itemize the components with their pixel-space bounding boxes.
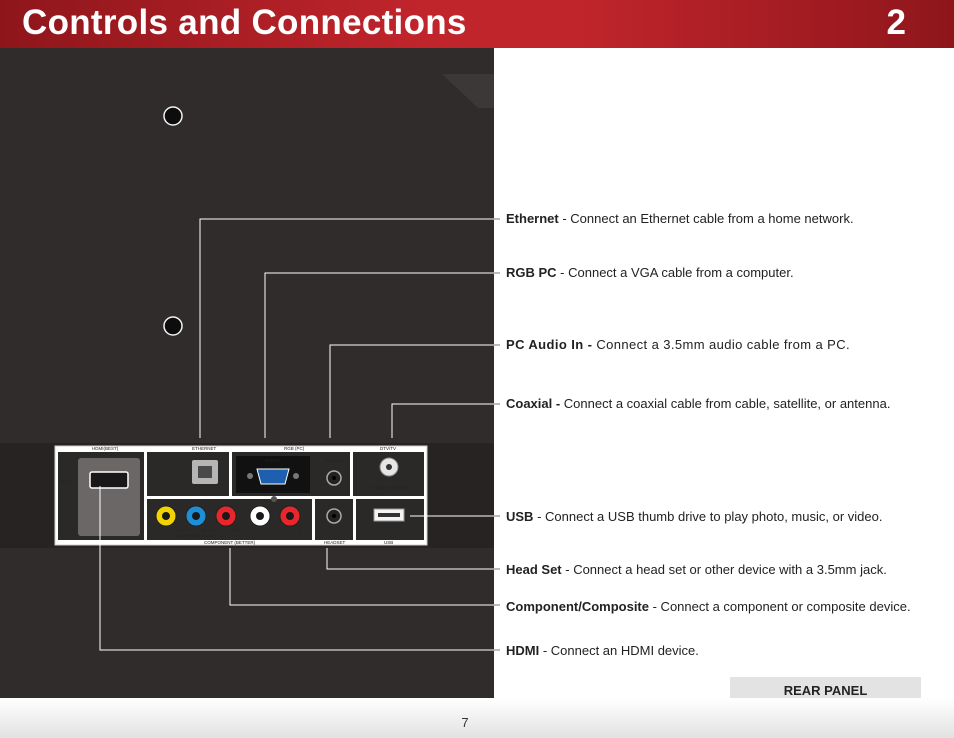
- hdmi-port-recess: [78, 458, 140, 536]
- leader-pc-audio: [329, 344, 500, 438]
- page-title: Controls and Connections: [22, 3, 467, 42]
- leader-headset: [326, 548, 500, 570]
- vga-port: [256, 468, 290, 485]
- label-r: R: [299, 528, 302, 533]
- label-rgb-pc-inner: RGB PC: [265, 458, 280, 463]
- label-dtv-tv: DTV/TV: [380, 446, 396, 451]
- hdmi-port: [89, 471, 129, 489]
- callout-hdmi: HDMI - Connect an HDMI device.: [506, 643, 699, 658]
- callout-usb: USB - Connect a USB thumb drive to play …: [506, 509, 883, 524]
- leader-component: [229, 548, 500, 606]
- label-ethernet: ETHERNET: [192, 446, 217, 451]
- screw-hole-bottom: [163, 316, 183, 336]
- leader-coaxial: [391, 403, 500, 438]
- label-rgb-pc: RGB (PC): [284, 446, 305, 451]
- chapter-number: 2: [886, 3, 906, 42]
- callout-ethernet: Ethernet - Connect an Ethernet cable fro…: [506, 211, 854, 226]
- label-composite-good: COMPOSITE (GOOD): [176, 533, 217, 538]
- hdmi-port-arc: (ARC): [61, 479, 73, 484]
- label-pc-audio: PC AUDIO: [325, 458, 344, 463]
- screw-hole-top: [163, 106, 183, 126]
- label-hdmi-best: HDMI(BEST): [92, 446, 119, 451]
- label-usb: USB: [384, 540, 393, 545]
- callout-headset: Head Set - Connect a head set or other d…: [506, 562, 887, 577]
- label-y-v: Y / V: [176, 528, 185, 533]
- callout-component-composite: Component/Composite - Connect a componen…: [506, 599, 911, 614]
- label-cable-antenna: CABLE / ANTENNA: [371, 485, 407, 490]
- label-l: L: [270, 528, 273, 533]
- page-header: Controls and Connections 2: [0, 0, 954, 48]
- vizio-logo-mark: [442, 74, 494, 108]
- callout-pc-audio: PC Audio In - Connect a 3.5mm audio cabl…: [506, 337, 850, 352]
- leader-rgb-pc: [264, 272, 500, 438]
- label-pb-cb: Pb / Cb: [202, 528, 216, 533]
- label-pr-cr: Pr / Cr: [231, 528, 243, 533]
- hdmi-port-number: 1: [66, 473, 69, 478]
- leader-lines: [199, 218, 500, 438]
- page-footer: [0, 698, 954, 738]
- page-number: 7: [461, 715, 469, 730]
- leader-hdmi: [99, 486, 500, 651]
- label-headset: HEADSET: [324, 540, 346, 545]
- callout-rgb-pc: RGB PC - Connect a VGA cable from a comp…: [506, 265, 794, 280]
- tv-rear-panel-image: [0, 48, 494, 698]
- label-component-better: COMPONENT (BETTER): [204, 540, 256, 545]
- callout-coaxial: Coaxial - Connect a coaxial cable from c…: [506, 396, 891, 411]
- leader-ethernet: [199, 218, 500, 438]
